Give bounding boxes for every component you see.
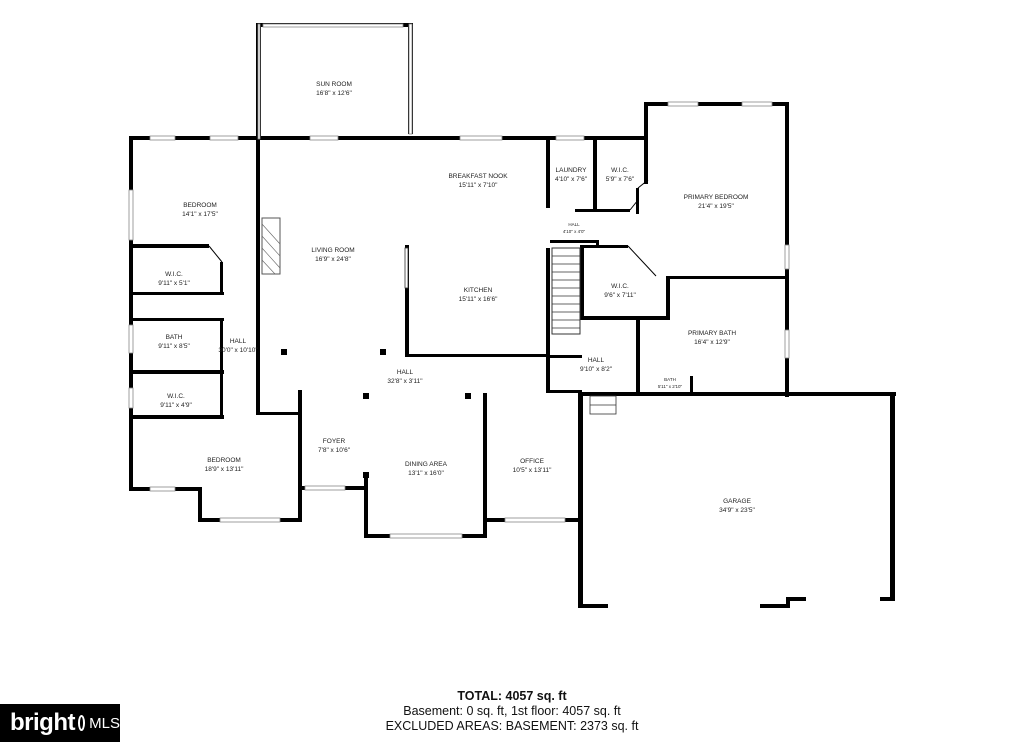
room-dims: 9'11" x 4'9" (160, 402, 192, 409)
room-dims: 18'9" x 13'11" (205, 466, 244, 473)
room-name: HALL (230, 338, 247, 345)
floor-areas: Basement: 0 sq. ft, 1st floor: 4057 sq. … (403, 704, 621, 718)
room-dims: 9'6" x 7'11" (604, 292, 636, 299)
logo-circle-icon (77, 715, 86, 731)
room-dims: 7'8" x 10'6" (318, 447, 351, 454)
room-dims: 16'8" x 12'6" (316, 90, 352, 97)
excluded-areas: EXCLUDED AREAS: BASEMENT: 2373 sq. ft (385, 719, 639, 733)
room-dims: 5'9" x 7'6" (606, 176, 635, 183)
room-name: BEDROOM (183, 202, 217, 209)
columns (281, 247, 471, 478)
room-dims: 5'11" x 2'10" (658, 384, 683, 389)
room-name: W.I.C. (611, 283, 629, 290)
room-dims: 10'5" x 13'11" (513, 467, 552, 474)
room-labels: SUN ROOM 16'8" x 12'6" BEDROOM 14'1" x 1… (158, 81, 755, 514)
room-name: GARAGE (723, 498, 751, 505)
room-name: BATH (166, 334, 183, 341)
room-dims: 9'11" x 8'5" (158, 343, 190, 350)
bright-mls-logo: bright MLS (0, 704, 120, 742)
room-name: BREAKFAST NOOK (448, 173, 508, 180)
room-dims: 16'9" x 24'8" (315, 256, 351, 263)
room-name: FOYER (323, 438, 346, 445)
room-name: W.I.C. (611, 167, 629, 174)
room-dims: 9'11" x 5'1" (158, 280, 190, 287)
windows (128, 23, 790, 539)
logo-suffix: MLS (89, 714, 120, 732)
room-name: BATH (664, 377, 676, 382)
room-dims: 14'1" x 17'5" (182, 211, 218, 218)
fireplace (261, 217, 281, 275)
room-name: DINING AREA (405, 461, 448, 468)
room-dims: 32'8" x 3'11" (387, 378, 423, 385)
room-name: HALL (588, 357, 605, 364)
floor-plan: SUN ROOM 16'8" x 12'6" BEDROOM 14'1" x 1… (128, 23, 896, 608)
room-name: HALL (397, 369, 414, 376)
room-name: LAUNDRY (556, 167, 588, 174)
room-dims: 9'10" x 8'2" (580, 366, 613, 373)
room-name: SUN ROOM (316, 81, 352, 88)
room-dims: 4'10" x 4'0" (563, 229, 586, 234)
room-name: OFFICE (520, 458, 544, 465)
room-name: LIVING ROOM (311, 247, 354, 254)
room-name: W.I.C. (165, 271, 183, 278)
room-name: HALL (568, 222, 580, 227)
area-summary: TOTAL: 4057 sq. ft Basement: 0 sq. ft, 1… (0, 689, 1024, 734)
total-area: TOTAL: 4057 sq. ft (457, 689, 567, 703)
room-name: PRIMARY BATH (688, 330, 736, 337)
room-dims: 30'0" x 10'10" (218, 347, 258, 354)
room-name: BEDROOM (207, 457, 241, 464)
room-dims: 4'10" x 7'6" (555, 176, 588, 183)
stairs (551, 247, 617, 415)
room-name: KITCHEN (464, 287, 493, 294)
room-name: W.I.C. (167, 393, 185, 400)
room-dims: 15'11" x 7'10" (459, 182, 498, 189)
room-name: PRIMARY BEDROOM (684, 194, 749, 201)
room-dims: 15'11" x 16'6" (459, 296, 498, 303)
logo-brand: bright (10, 709, 75, 736)
room-dims: 21'4" x 19'5" (698, 203, 734, 210)
room-dims: 16'4" x 12'9" (694, 339, 730, 346)
room-dims: 34'9" x 23'5" (719, 507, 755, 514)
room-dims: 13'1" x 16'0" (408, 470, 444, 477)
angled-walls (208, 179, 657, 277)
